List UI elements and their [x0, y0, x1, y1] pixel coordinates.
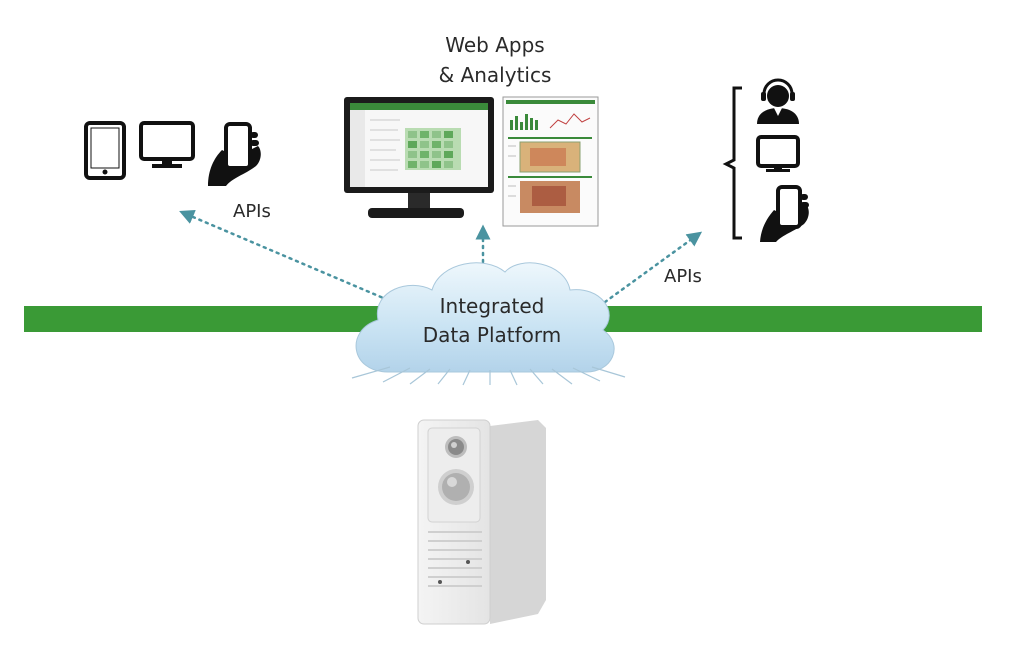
- cloud-icon: [351, 262, 626, 386]
- web-apps-line1: Web Apps: [445, 33, 545, 57]
- support-agent-icon: [757, 78, 799, 124]
- tablet-icon: [84, 121, 126, 180]
- cloud-label-line1: Integrated: [439, 294, 545, 318]
- cloud-label: Integrated Data Platform: [392, 292, 592, 350]
- desktop-icon: [139, 121, 195, 168]
- hand-phone-icon: [208, 122, 261, 186]
- hand-phone-icon-right: [760, 185, 809, 242]
- apis-label-right: APIs: [664, 266, 702, 287]
- arrow-right: [603, 231, 703, 304]
- web-apps-title: Web Apps & Analytics: [410, 30, 580, 90]
- api-arrows: [179, 210, 703, 304]
- bracket-icon: [722, 86, 742, 240]
- web-apps-line2: & Analytics: [438, 63, 552, 87]
- apis-label-left: APIs: [233, 201, 271, 222]
- monitor-icon: [756, 135, 800, 172]
- cloud-label-line2: Data Platform: [422, 323, 562, 347]
- arrow-left: [179, 210, 390, 302]
- sensor-device-icon: [417, 419, 546, 625]
- report-page-icon: [502, 96, 599, 227]
- monitor-dashboard-icon: [344, 97, 494, 218]
